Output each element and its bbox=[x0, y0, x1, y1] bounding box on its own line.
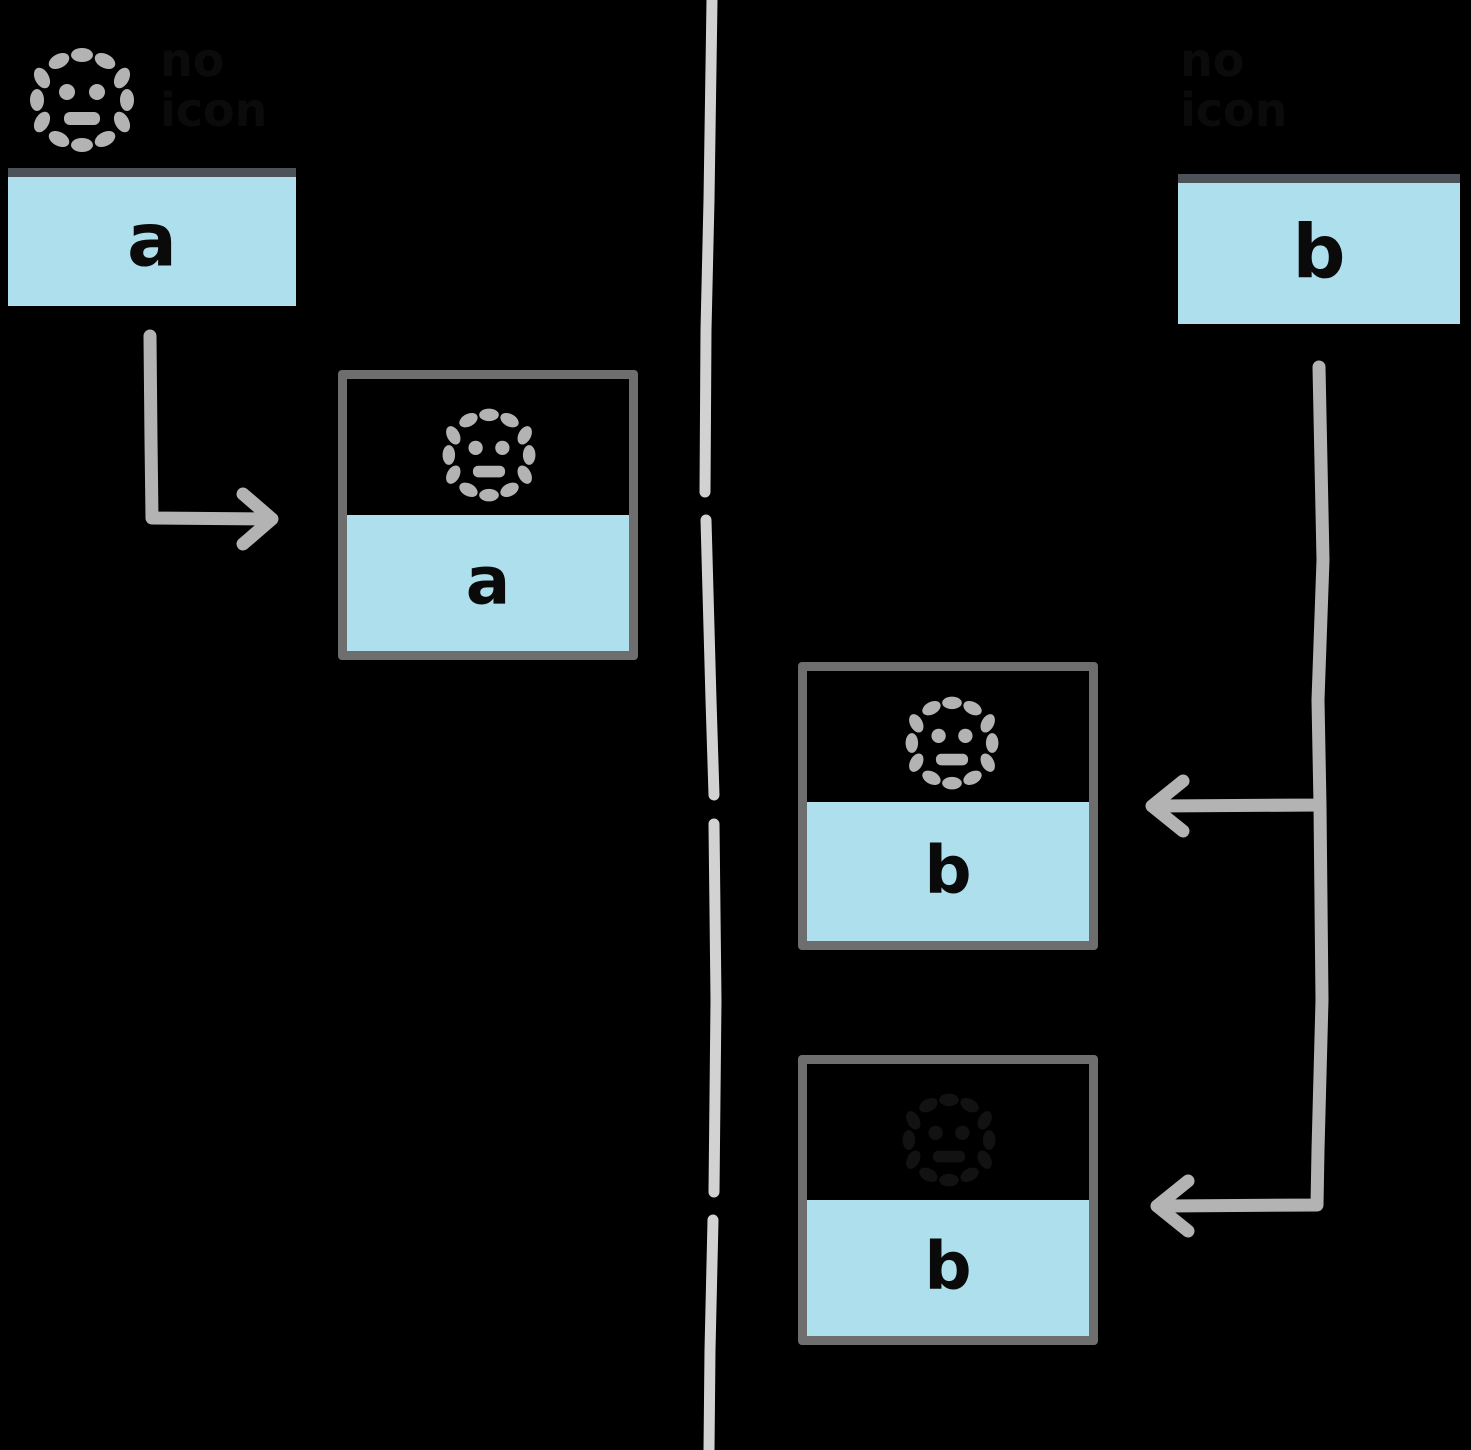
dotted-face-icon bbox=[26, 44, 138, 156]
source-box-b[interactable]: b bbox=[1178, 174, 1460, 324]
arrow-b-source-to-b-target-bottom bbox=[1150, 799, 1329, 1238]
target-container-b-bottom[interactable]: b bbox=[798, 1055, 1098, 1345]
target-container-b-top-letter: b bbox=[924, 831, 972, 909]
source-box-a-letter: a bbox=[127, 197, 177, 284]
target-container-a-lower: a bbox=[347, 515, 629, 651]
target-container-b-top-lower: b bbox=[807, 802, 1089, 941]
target-container-b-bottom-letter: b bbox=[924, 1227, 972, 1305]
dotted-face-icon bbox=[902, 693, 1002, 793]
arrow-b-source-to-b-target-top bbox=[1145, 360, 1330, 838]
target-container-b-bottom-lower: b bbox=[807, 1200, 1089, 1336]
target-container-b-top[interactable]: b bbox=[798, 662, 1098, 950]
target-container-a[interactable]: a bbox=[338, 370, 638, 660]
dotted-face-icon bbox=[899, 1090, 999, 1190]
source-box-a[interactable]: a bbox=[8, 168, 296, 306]
source-box-b-letter: b bbox=[1292, 209, 1346, 296]
vertical-separator bbox=[699, 0, 722, 1450]
dotted-face-icon bbox=[439, 405, 539, 505]
arrow-a-source-to-a-target bbox=[143, 329, 279, 551]
left-column-label: no icon bbox=[160, 33, 268, 137]
right-column-label: no icon bbox=[1180, 33, 1288, 137]
target-container-a-letter: a bbox=[465, 542, 511, 620]
